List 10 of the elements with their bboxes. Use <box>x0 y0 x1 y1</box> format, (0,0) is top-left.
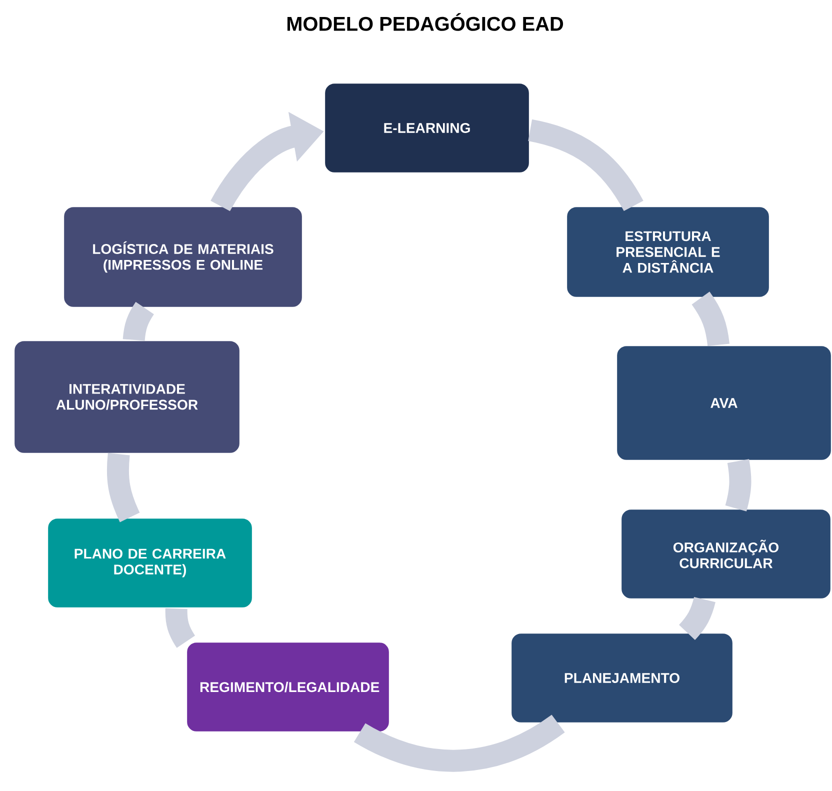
title: MODELO PEDAGÓGICO EAD <box>287 13 564 31</box>
process-box: E-LEARNING <box>324 82 530 174</box>
process-box: PLANEJAMENTO <box>510 632 734 724</box>
process-box: REGIMENTO/LEGALIDADE <box>186 641 390 733</box>
process-box: PLANO DE CARREIRA DOCENTE) <box>46 517 254 609</box>
process-box: LOGÍSTICA DE MATERIAIS (IMPRESSOS E ONLINE <box>62 206 304 308</box>
process-box: ESTRUTURA PRESENCIAL E A DISTÂNCIA <box>566 206 770 298</box>
process-box: ORGANIZAÇÃO CURRICULAR <box>620 508 832 600</box>
process-box: INTERATIVIDADE ALUNO/PROFESSOR <box>13 340 241 454</box>
process-box: AVA <box>616 344 832 462</box>
